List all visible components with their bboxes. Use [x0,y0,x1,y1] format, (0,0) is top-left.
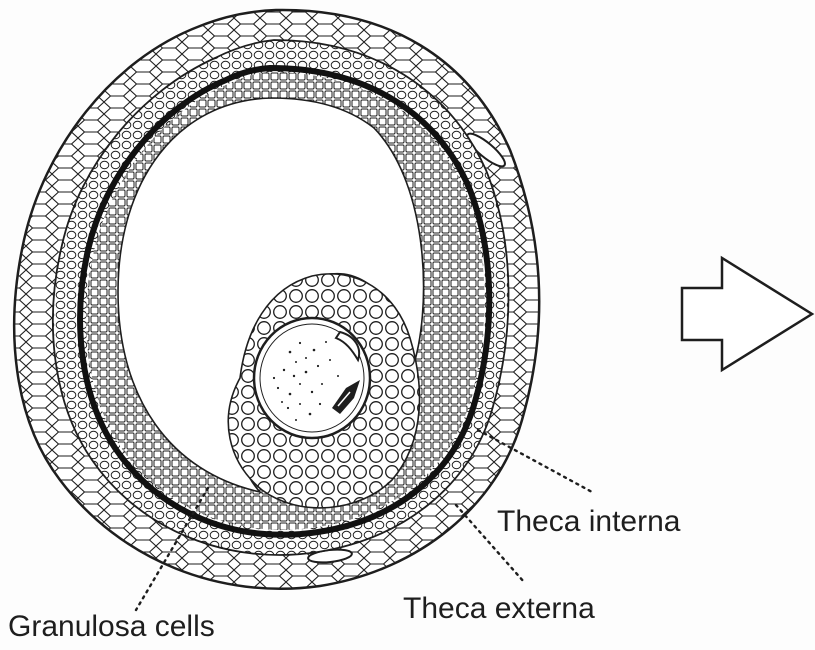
granulosa-cells-label: Granulosa cells [8,612,215,642]
theca-externa-label: Theca externa [403,594,595,624]
oocyte [254,318,370,438]
theca-interna-label: Theca interna [497,507,680,537]
right-arrow-icon [682,258,812,370]
